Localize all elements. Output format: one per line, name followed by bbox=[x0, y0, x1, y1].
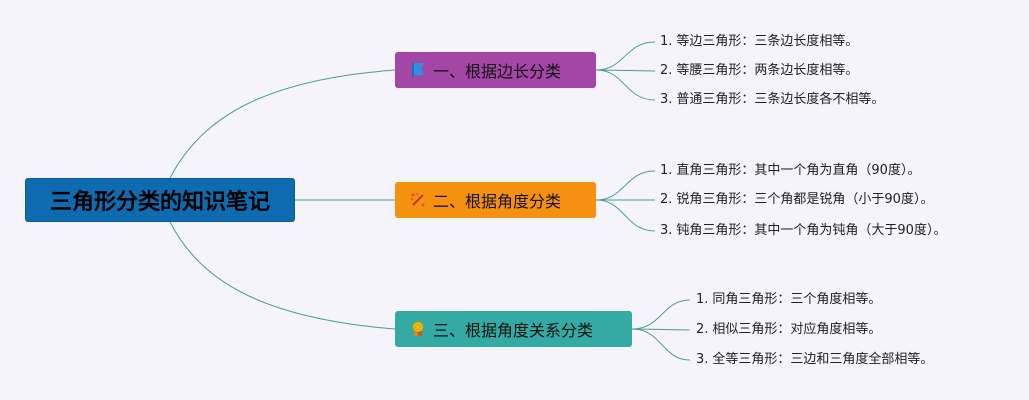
connector-root-branch1 bbox=[169, 69, 396, 179]
connector-b3-leaf1 bbox=[631, 299, 691, 330]
leaf-item[interactable]: 3.普通三角形：三条边长度各不相等。 bbox=[660, 92, 884, 108]
branch-topic-angle-relation[interactable]: 三、根据角度关系分类 bbox=[395, 311, 632, 347]
connector-root-branch3 bbox=[169, 221, 396, 330]
connector-b1-leaf1 bbox=[595, 41, 656, 71]
magic-wand-icon bbox=[407, 189, 429, 211]
leaf-text: 普通三角形：三条边长度各不相等。 bbox=[676, 92, 885, 107]
root-topic[interactable]: 三角形分类的知识笔记 bbox=[25, 178, 295, 222]
leaf-text: 等边三角形：三条边长度相等。 bbox=[676, 34, 859, 49]
leaf-text: 相似三角形：对应角度相等。 bbox=[712, 322, 882, 337]
leaf-text: 等腰三角形：两条边长度相等。 bbox=[676, 63, 859, 78]
root-topic-label: 三角形分类的知识笔记 bbox=[49, 190, 270, 215]
leaf-item[interactable]: 1.等边三角形：三条边长度相等。 bbox=[660, 34, 858, 50]
connector-b2-leaf3 bbox=[595, 199, 656, 232]
connector-b1-leaf2 bbox=[595, 69, 656, 72]
leaf-number: 3. bbox=[696, 352, 709, 367]
leaf-number: 3. bbox=[660, 92, 673, 107]
leaf-item[interactable]: 2.锐角三角形：三个角都是锐角（小于90度）。 bbox=[660, 192, 933, 208]
leaf-item[interactable]: 3.全等三角形：三边和三角度全部相等。 bbox=[696, 352, 933, 368]
leaf-number: 2. bbox=[696, 322, 709, 337]
leaf-number: 3. bbox=[660, 223, 673, 238]
branch-topic-side-length[interactable]: 一、根据边长分类 bbox=[395, 52, 596, 88]
leaf-number: 2. bbox=[660, 192, 673, 207]
flag-icon bbox=[407, 59, 429, 81]
branch-topic-angle[interactable]: 二、根据角度分类 bbox=[395, 182, 596, 218]
branch-label: 二、根据角度分类 bbox=[433, 192, 562, 211]
leaf-text: 全等三角形：三边和三角度全部相等。 bbox=[712, 352, 934, 367]
leaf-text: 直角三角形：其中一个角为直角（90度）。 bbox=[676, 163, 921, 178]
leaf-item[interactable]: 1.直角三角形：其中一个角为直角（90度）。 bbox=[660, 163, 920, 179]
leaf-number: 2. bbox=[660, 63, 673, 78]
leaf-text: 钝角三角形：其中一个角为钝角（大于90度）。 bbox=[676, 223, 947, 238]
leaf-item[interactable]: 2.等腰三角形：两条边长度相等。 bbox=[660, 63, 858, 79]
leaf-item[interactable]: 1.同角三角形：三个角度相等。 bbox=[696, 292, 881, 308]
leaf-number: 1. bbox=[660, 34, 673, 49]
leaf-text: 同角三角形：三个角度相等。 bbox=[712, 292, 882, 307]
connector-b2-leaf1 bbox=[595, 170, 656, 201]
leaf-number: 1. bbox=[660, 163, 673, 178]
branch-label: 三、根据角度关系分类 bbox=[433, 321, 594, 340]
award-ribbon-icon bbox=[407, 318, 429, 340]
connector-b3-leaf3 bbox=[631, 328, 691, 361]
connector-b3-leaf2 bbox=[631, 328, 691, 331]
connector-b1-leaf3 bbox=[595, 69, 656, 101]
leaf-text: 锐角三角形：三个角都是锐角（小于90度）。 bbox=[676, 192, 934, 207]
leaf-item[interactable]: 2.相似三角形：对应角度相等。 bbox=[696, 322, 881, 338]
branch-label: 一、根据边长分类 bbox=[433, 62, 562, 81]
leaf-item[interactable]: 3.钝角三角形：其中一个角为钝角（大于90度）。 bbox=[660, 223, 946, 239]
leaf-number: 1. bbox=[696, 292, 709, 307]
